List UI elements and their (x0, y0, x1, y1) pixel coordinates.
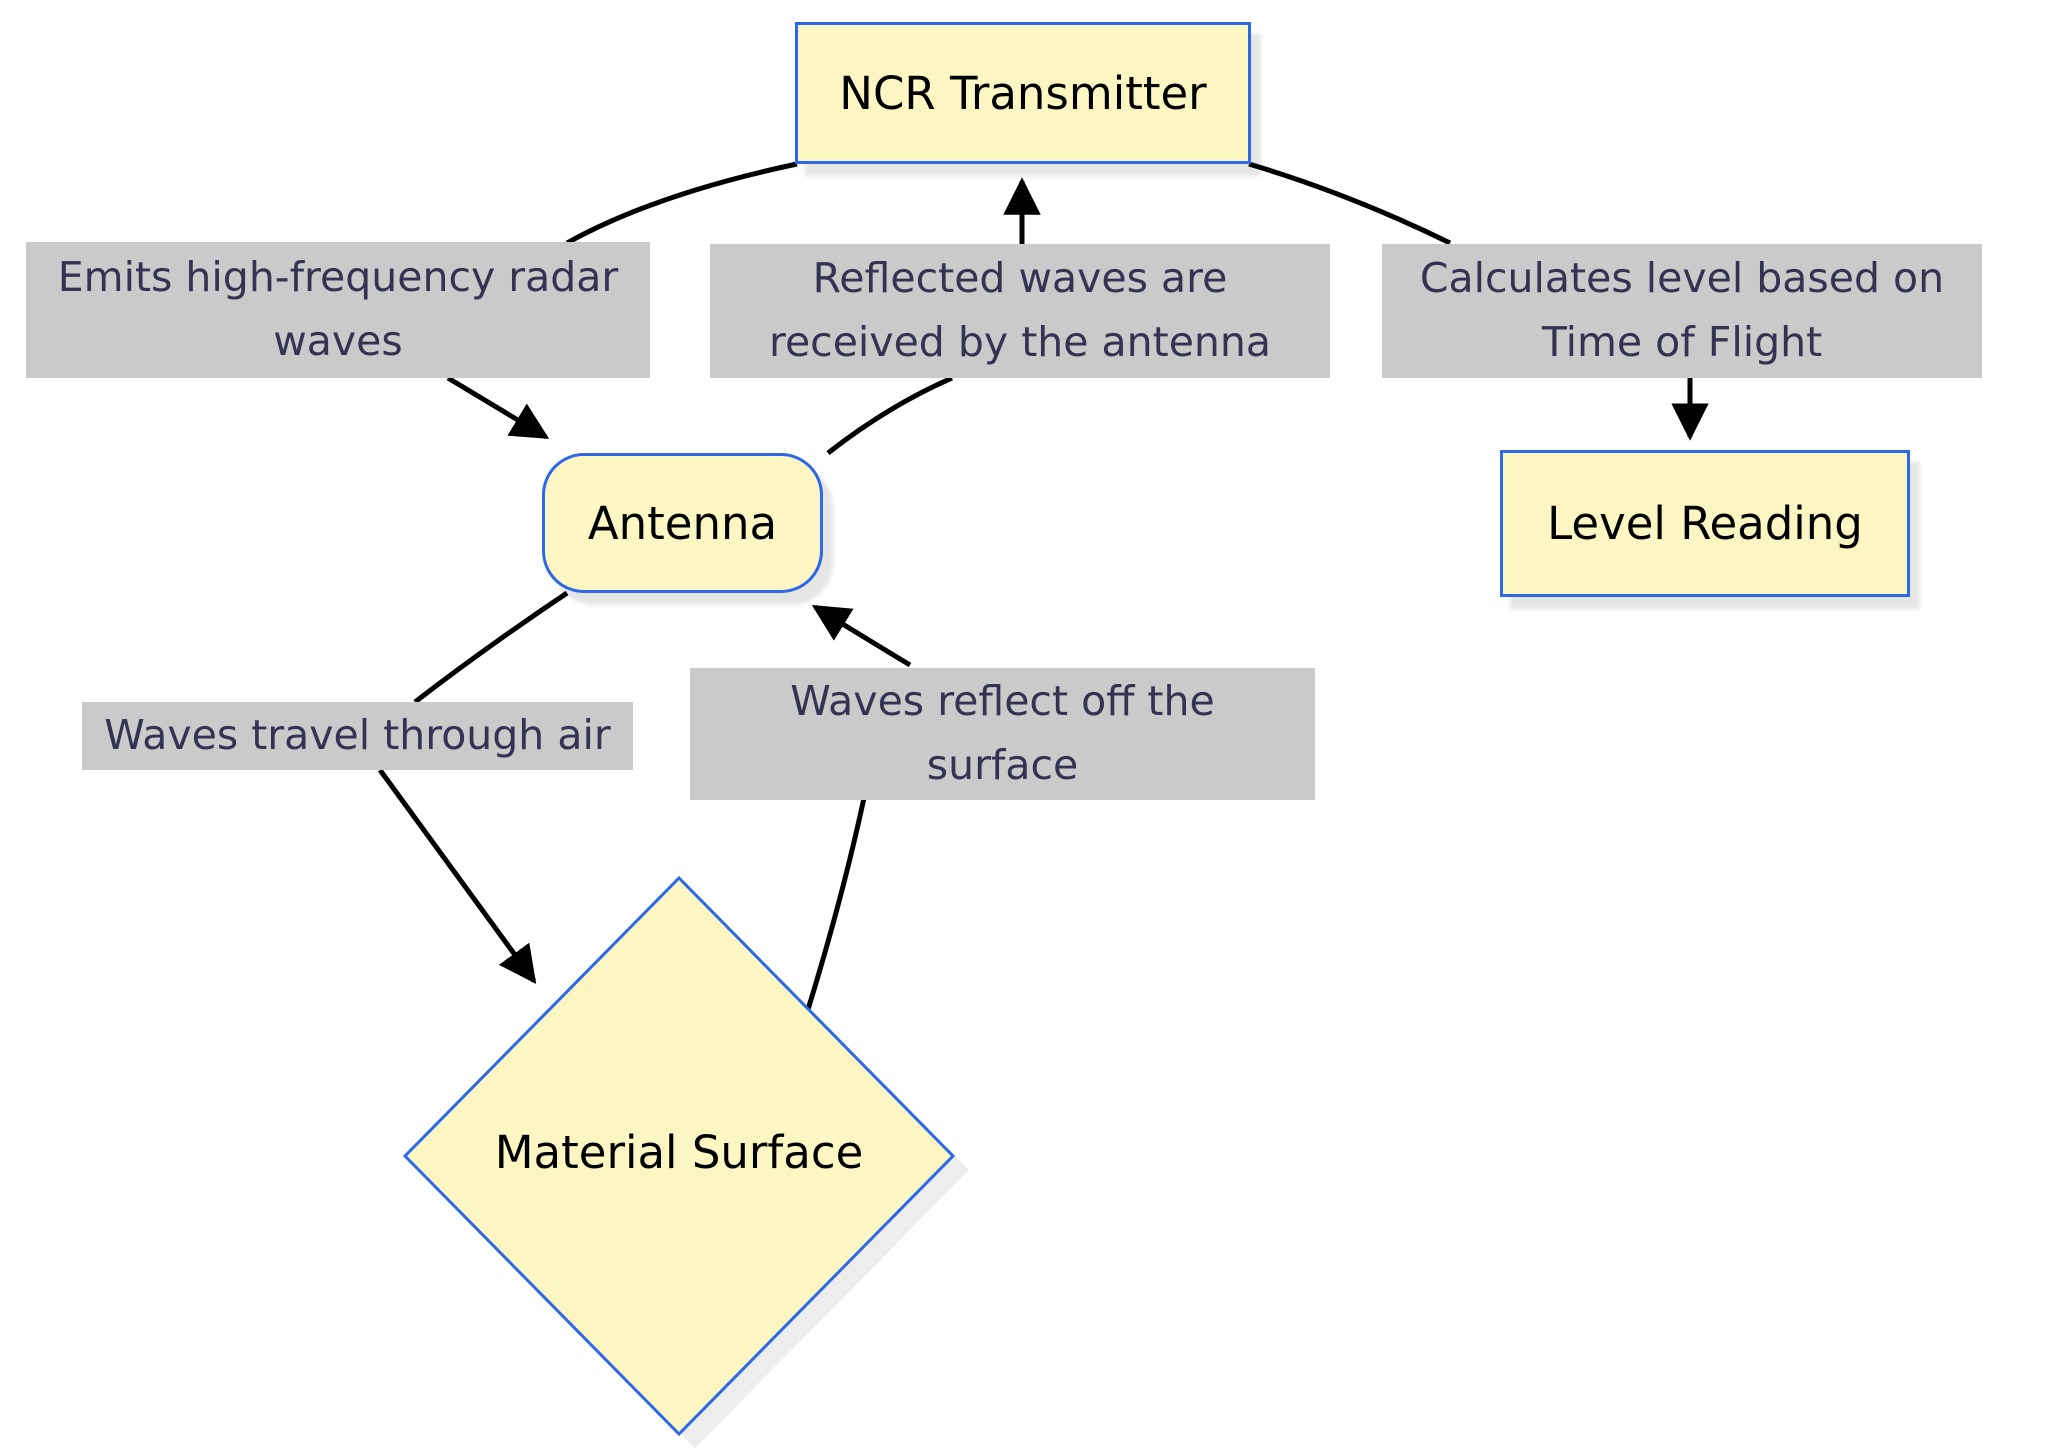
node-ncr-transmitter: NCR Transmitter (795, 22, 1251, 164)
edge-label-travel-line1: Waves travel through air (104, 711, 611, 760)
edge-label-emits-line1: Emits high-frequency radar (57, 253, 619, 302)
node-material-surface-label: Material Surface (494, 1126, 864, 1179)
edge-surface-reflect-line (803, 797, 867, 1017)
edge-label-emits: Emits high-frequency radar waves (26, 242, 650, 378)
edge-label-reflected-received: Reflected waves are received by the ante… (710, 244, 1330, 378)
edge-reflect-antenna-arrow (811, 604, 912, 668)
edge-label-emits-line2: waves (273, 317, 403, 365)
edge-label-calculates: Calculates level based on Time of Flight (1382, 244, 1982, 378)
edge-label-reflected-line2: received by the antenna (768, 318, 1272, 366)
edge-emits-antenna-arrow (446, 375, 550, 440)
material-surface-diamond (402, 875, 956, 1437)
edge-antenna-reflected-line (826, 375, 954, 455)
edge-label-reflect-line1: Waves reflect off the (790, 677, 1215, 726)
edge-label-reflected-line1: Reflected waves are (812, 254, 1228, 303)
edge-label-calculates-line1: Calculates level based on (1419, 254, 1945, 303)
edge-label-calculates-line2: Time of Flight (1541, 318, 1823, 366)
node-antenna: Antenna (542, 453, 823, 593)
node-level-reading: Level Reading (1500, 450, 1910, 597)
edge-travel-surface-arrow (377, 768, 537, 985)
edge-antenna-travel-line (413, 590, 569, 704)
edge-label-waves-reflect: Waves reflect off the surface (690, 668, 1315, 800)
edge-transmitter-calculates-line (1248, 161, 1452, 246)
edge-label-reflect-line2: surface (926, 741, 1079, 789)
edge-transmitter-emits-line (565, 161, 798, 246)
edge-label-waves-travel: Waves travel through air (82, 702, 633, 770)
